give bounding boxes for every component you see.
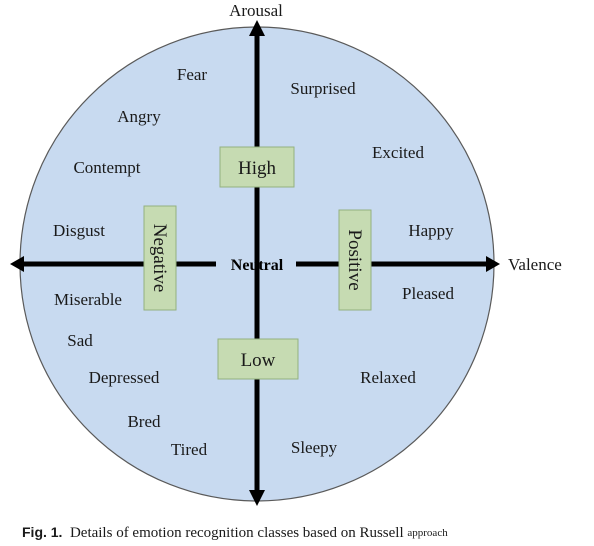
emotion-contempt: Contempt [73,158,140,177]
caption-text: Details of emotion recognition classes b… [69,525,404,541]
positive-box [338,209,372,311]
emotion-sad: Sad [67,331,93,350]
valence-label: Valence [508,255,562,274]
valence-arrow-left [10,256,24,272]
caption-cut-off-text: approach [407,527,448,539]
figure-caption: Fig. 1. Details of emotion recognition c… [22,524,582,542]
emotion-tired: Tired [171,440,208,459]
emotion-happy: Happy [408,221,454,240]
high-box-label: High [238,158,277,179]
emotion-surprised: Surprised [290,79,356,98]
emotion-bred: Bred [127,412,161,431]
high-box [219,146,295,188]
emotion-excited: Excited [372,143,424,162]
neutral-label: Neutral [231,257,284,274]
emotion-sleepy: Sleepy [291,438,338,457]
emotion-miserable: Miserable [54,290,122,309]
low-box [217,338,299,380]
arousal-arrow-down [249,490,265,506]
emotion-relaxed: Relaxed [360,368,416,387]
arousal-label: Arousal [229,1,283,20]
low-box-label: Low [241,350,276,371]
emotion-disgust: Disgust [53,221,105,240]
emotion-depressed: Depressed [89,368,160,387]
valence-arrow-right [486,256,500,272]
figure-number: Fig. 1. [22,524,63,540]
emotion-pleased: Pleased [402,284,454,303]
positive-box-label: Positive [344,229,365,290]
emotion-fear: Fear [177,65,208,84]
negative-box [143,205,177,311]
emotion-angry: Angry [117,107,161,126]
russell-circumplex-diagram: Arousal Valence Neutral High Low Negativ… [10,1,562,506]
negative-box-label: Negative [149,224,170,293]
arousal-arrow-up [249,20,265,36]
